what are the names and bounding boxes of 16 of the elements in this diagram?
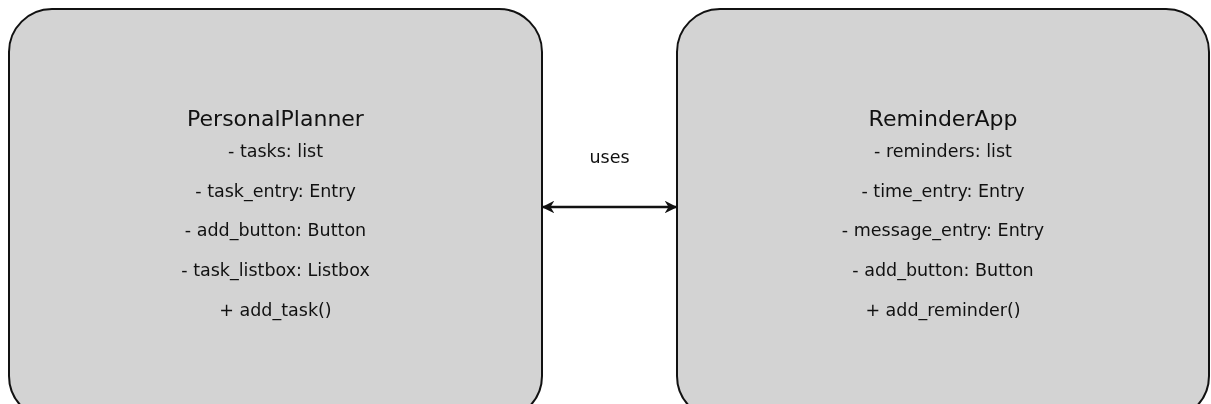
class-name: ReminderApp <box>868 105 1018 133</box>
class-box <box>676 8 1210 404</box>
class-member: - add_button: Button <box>184 219 367 243</box>
class-name: PersonalPlanner <box>187 105 364 133</box>
class-member: - task_entry: Entry <box>195 179 356 203</box>
edge-label: uses <box>589 147 630 167</box>
class-member: - message_entry: Entry <box>841 219 1045 243</box>
class-box <box>8 8 543 404</box>
class-member: - add_button: Button <box>852 259 1034 283</box>
class-member: - tasks: list <box>228 140 323 163</box>
class-member: + add_reminder() <box>865 298 1021 322</box>
class-member: + add_task() <box>219 298 332 322</box>
class-member: - reminders: list <box>874 140 1012 163</box>
class-member: - task_listbox: Listbox <box>181 259 370 283</box>
class-member: - time_entry: Entry <box>861 179 1025 203</box>
double-headed-arrow <box>541 200 678 214</box>
